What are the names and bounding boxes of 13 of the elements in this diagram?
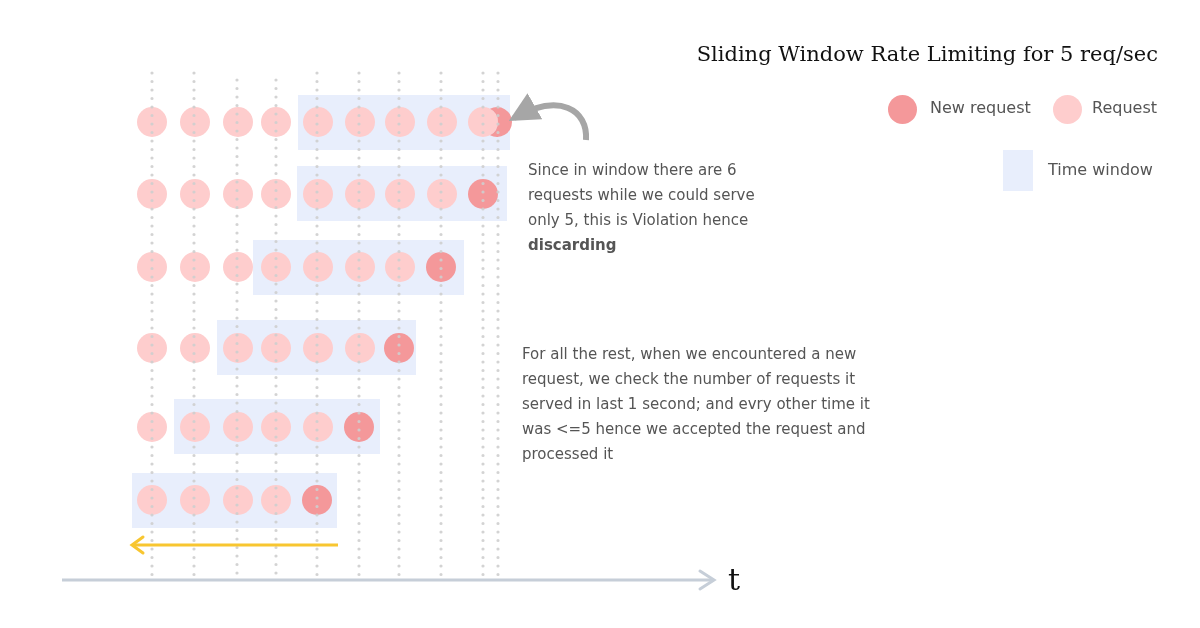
- title: Sliding Window Rate Limiting for 5 req/sec: [696, 42, 1158, 66]
- note-text: Since in window there are 6 requests while we could serve only 5, this is Violation hence discarding: [528, 158, 773, 258]
- new-request-dot: [384, 333, 414, 363]
- axis-label: t: [728, 562, 741, 597]
- legend-text: New request: [930, 98, 1031, 117]
- new-request-dot: [302, 485, 332, 515]
- new-request-dot: [344, 412, 374, 442]
- new-request-dot: [426, 252, 456, 282]
- curved-arrow: [508, 93, 589, 141]
- new-request-dot: [468, 179, 498, 209]
- note-text: For all the rest, when we encountered a new request, we check the number of requests it served in last 1 second; and evry other time it was <=5 hence we accepted the request and processed it: [522, 344, 871, 465]
- legend-text: Time window: [1048, 160, 1153, 179]
- legend-text: Request: [1092, 98, 1157, 117]
